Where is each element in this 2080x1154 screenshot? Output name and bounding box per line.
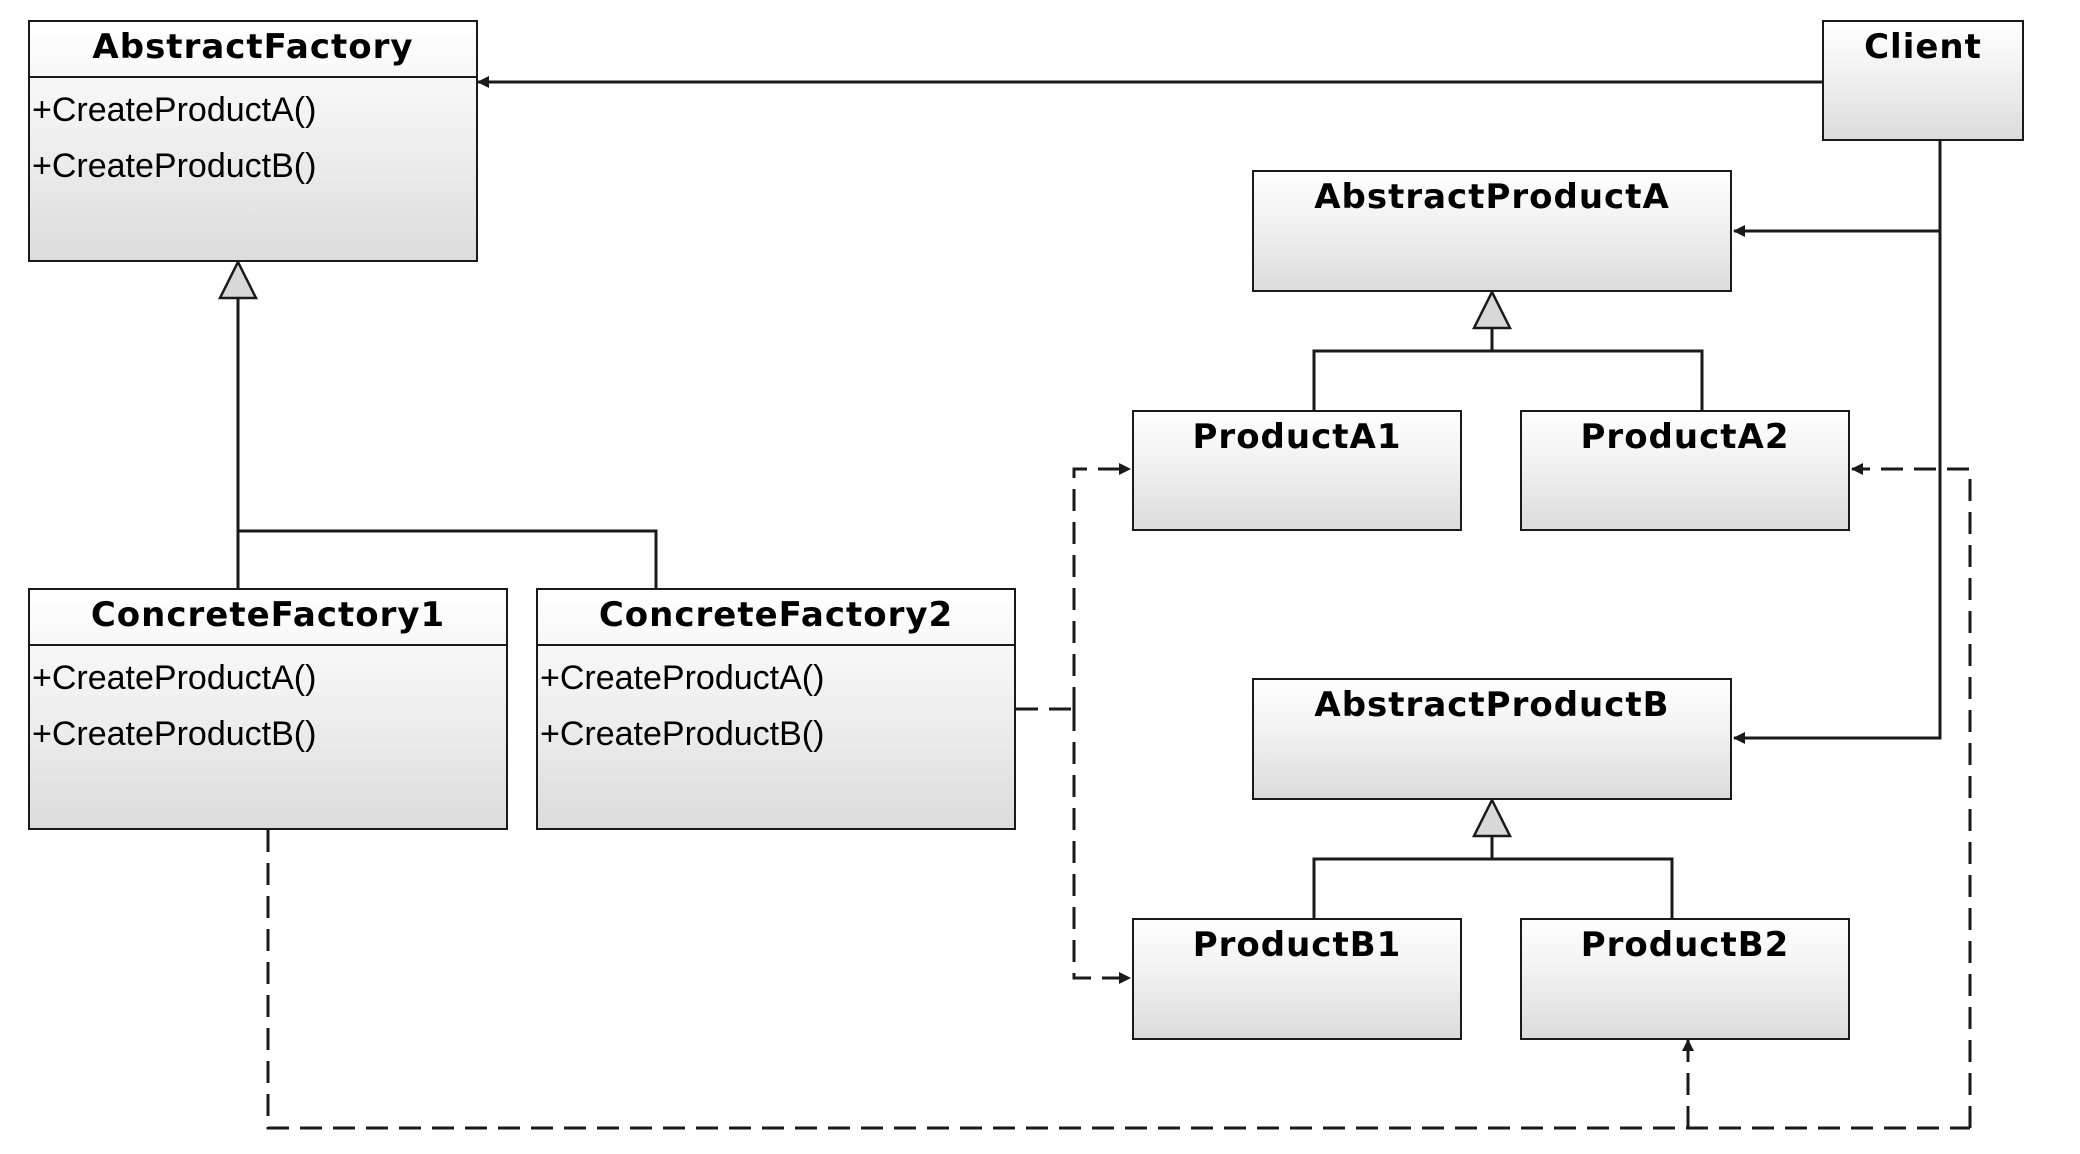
abstract-product-a-class: AbstractProductA bbox=[1252, 170, 1732, 292]
product-b1-class: ProductB1 bbox=[1132, 918, 1462, 1040]
factory2-to-product-a1-line bbox=[1072, 463, 1131, 709]
concrete-factory1-class: ConcreteFactory1 +CreateProductA() +Crea… bbox=[28, 588, 508, 830]
operations-list: +CreateProductA() +CreateProductB() bbox=[30, 646, 506, 762]
class-name: ProductB1 bbox=[1192, 925, 1402, 965]
product-a-generalization-triangle bbox=[1471, 289, 1513, 330]
abstract-factory-class: AbstractFactory +CreateProductA() +Creat… bbox=[28, 20, 478, 262]
class-name: ProductA2 bbox=[1580, 417, 1790, 457]
product-b-inheritance-line bbox=[1312, 836, 1674, 918]
factory1-to-product-a2-line bbox=[1851, 463, 1972, 1128]
product-a2-class: ProductA2 bbox=[1520, 410, 1850, 531]
client-class: Client bbox=[1822, 20, 2024, 141]
class-name: ConcreteFactory2 bbox=[538, 590, 1014, 646]
class-name: ProductB2 bbox=[1580, 925, 1790, 965]
class-name: ProductA1 bbox=[1192, 417, 1402, 457]
factory-generalization-triangle bbox=[217, 259, 259, 300]
operation: +CreateProductA() bbox=[32, 659, 317, 697]
operation: +CreateProductA() bbox=[32, 91, 317, 129]
factory1-bottom-route-line bbox=[266, 830, 1970, 1130]
factory2-to-product-b1-line bbox=[1072, 709, 1131, 984]
product-a1-class: ProductA1 bbox=[1132, 410, 1462, 531]
operations-list: +CreateProductA() +CreateProductB() bbox=[30, 78, 476, 194]
client-to-abstract-product-b-line bbox=[1733, 231, 1942, 744]
operation: +CreateProductB() bbox=[540, 715, 825, 753]
abstract-product-b-class: AbstractProductB bbox=[1252, 678, 1732, 800]
operation: +CreateProductB() bbox=[32, 715, 317, 753]
class-name: AbstractFactory bbox=[30, 22, 476, 78]
product-b-generalization-triangle bbox=[1471, 797, 1513, 838]
operations-list: +CreateProductA() +CreateProductB() bbox=[538, 646, 1014, 762]
concrete-factory2-class: ConcreteFactory2 +CreateProductA() +Crea… bbox=[536, 588, 1016, 830]
product-a-inheritance-line bbox=[1312, 328, 1704, 410]
factory-inheritance-line bbox=[236, 298, 658, 588]
class-name: Client bbox=[1864, 27, 1982, 67]
class-name: AbstractProductA bbox=[1314, 177, 1670, 217]
class-name: AbstractProductB bbox=[1314, 685, 1670, 725]
class-name: ConcreteFactory1 bbox=[30, 590, 506, 646]
operation: +CreateProductA() bbox=[540, 659, 825, 697]
product-b2-class: ProductB2 bbox=[1520, 918, 1850, 1040]
client-to-abstract-product-a-line bbox=[1733, 141, 1942, 237]
operation: +CreateProductB() bbox=[32, 147, 317, 185]
